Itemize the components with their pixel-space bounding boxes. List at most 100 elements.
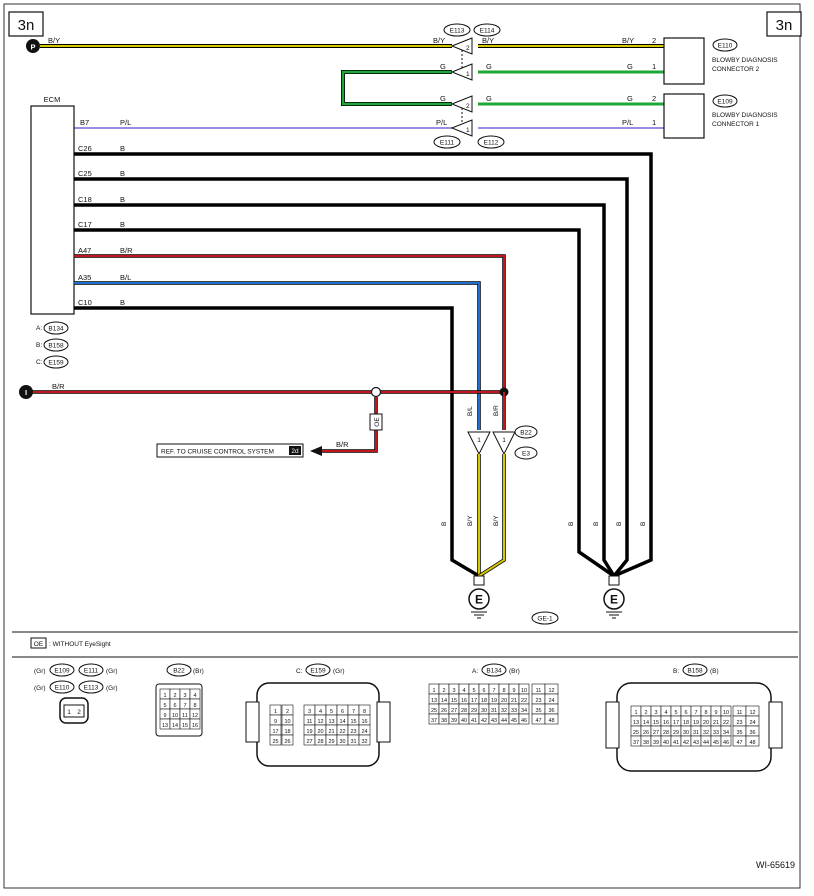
c-pin-24: 24 xyxy=(361,729,367,735)
code-e113 xyxy=(443,23,471,37)
ecm-conn-b xyxy=(43,338,69,352)
c-pin-27: 27 xyxy=(306,739,312,745)
b-pin-31: 31 xyxy=(693,730,699,736)
conn-tri-e3 xyxy=(492,431,516,456)
b-pin-38: 38 xyxy=(643,740,649,746)
wire-by-down2 xyxy=(478,454,505,577)
b-pin-35: 35 xyxy=(736,730,742,736)
b-pin-33: 33 xyxy=(713,730,719,736)
b-prefix: B: xyxy=(673,668,679,675)
ground-ref xyxy=(531,611,559,625)
b-pin-6: 6 xyxy=(684,710,687,716)
inline-connector-upper: 2 1 xyxy=(450,37,473,81)
b22-pin-3: 3 xyxy=(183,693,186,699)
wire-pl-c: P/L xyxy=(622,118,633,127)
a-pin-11: 11 xyxy=(536,688,542,694)
code-e114-text: E114 xyxy=(480,28,495,35)
b22-pin-2: 2 xyxy=(173,693,176,699)
a-pin-34: 34 xyxy=(521,708,527,714)
c-prefix: C: xyxy=(296,668,303,675)
sg-post-2: (Gr) xyxy=(106,685,118,692)
c-pin-2: 2 xyxy=(286,709,289,715)
b22-pin-5: 5 xyxy=(163,703,166,709)
sg-pin-1: 1 xyxy=(67,709,71,716)
c-pin-32-cell xyxy=(358,734,371,746)
c-pin-16: 16 xyxy=(361,719,367,725)
a-pin-9: 9 xyxy=(512,688,515,694)
a-pin-44: 44 xyxy=(501,718,507,724)
inline-pin-1b: 1 xyxy=(466,127,470,134)
c-pin-17: 17 xyxy=(272,729,278,735)
c-pin-13: 13 xyxy=(328,719,334,725)
ecm-conn-c-prefix: C: xyxy=(36,359,43,366)
ecm-color-c26: B xyxy=(120,144,125,153)
ecm-pin-c10: C10 xyxy=(78,298,92,307)
ecm-pin-c18: C18 xyxy=(78,195,92,204)
b-pin-16: 16 xyxy=(663,720,669,726)
b-pin-20: 20 xyxy=(703,720,709,726)
c-code: E159 xyxy=(310,668,326,675)
wire-by-end: B/Y xyxy=(622,36,634,45)
c-pin-32: 32 xyxy=(361,739,367,745)
b-pin-21: 21 xyxy=(713,720,719,726)
inline-pin-2a: 2 xyxy=(466,45,470,52)
b-pin-3: 3 xyxy=(654,710,657,716)
wire-c18 xyxy=(74,203,616,577)
cruise-arrow xyxy=(310,446,322,456)
b-pin-29: 29 xyxy=(673,730,679,736)
a-pin-27: 27 xyxy=(451,708,457,714)
b22-pin-11: 11 xyxy=(182,713,188,719)
a-pin-21: 21 xyxy=(511,698,517,704)
ground-right-letter: E xyxy=(610,593,618,607)
b-pin-10: 10 xyxy=(723,710,729,716)
ground-right: E xyxy=(603,575,625,619)
a-pin-7: 7 xyxy=(492,688,495,694)
power-p-label: P xyxy=(30,43,35,52)
b-pin-30: 30 xyxy=(683,730,689,736)
ecm-pin-c17: C17 xyxy=(78,220,92,229)
ecm-pin-c25: C25 xyxy=(78,169,92,178)
wire-g-b: G xyxy=(486,62,492,71)
vert-b4: B xyxy=(640,522,647,526)
a-pin-29: 29 xyxy=(471,708,477,714)
b-pin-48-cell xyxy=(745,735,760,747)
b22-pin-16: 16 xyxy=(192,723,198,729)
wire-pl-a: P/L xyxy=(120,118,131,127)
code-e109 xyxy=(712,94,738,108)
c-pin-10: 10 xyxy=(284,719,290,725)
vert-bl: B/L xyxy=(467,406,474,416)
b22-code: B22 xyxy=(173,668,185,675)
c-pin-28: 28 xyxy=(317,739,323,745)
code-e114 xyxy=(473,23,501,37)
c-pin-6: 6 xyxy=(341,709,344,715)
a-pin-5: 5 xyxy=(472,688,475,694)
b-pin-41: 41 xyxy=(673,740,679,746)
sg-pre-1: (Gr) xyxy=(34,668,46,675)
a-pin-14: 14 xyxy=(441,698,447,704)
a-pin-42: 42 xyxy=(481,718,487,724)
sg-code-2: E111 xyxy=(84,668,99,675)
code-b22-text: B22 xyxy=(520,430,532,437)
oe-tag-text: OE xyxy=(374,417,381,427)
a-pin-16: 16 xyxy=(461,698,467,704)
wire-by-pin: 2 xyxy=(652,36,656,45)
b22-pin-9: 9 xyxy=(163,713,166,719)
c-pin-8: 8 xyxy=(363,709,366,715)
ref-corner-right: 3n xyxy=(776,17,793,34)
c-color: (Gr) xyxy=(333,668,345,675)
b-pin-19: 19 xyxy=(693,720,699,726)
ref-corner-left: 3n xyxy=(18,17,35,34)
b-pin-28: 28 xyxy=(663,730,669,736)
sg-post-1: (Gr) xyxy=(106,668,118,675)
ecm-box xyxy=(30,105,75,315)
c-pin-18: 18 xyxy=(284,729,290,735)
b22-color: (Br) xyxy=(193,668,204,675)
ecm-pin-a35: A35 xyxy=(78,273,91,282)
legend-code: OE xyxy=(34,641,44,648)
ecm-color-a47: B/R xyxy=(120,246,133,255)
vert-b1: B xyxy=(568,522,575,526)
